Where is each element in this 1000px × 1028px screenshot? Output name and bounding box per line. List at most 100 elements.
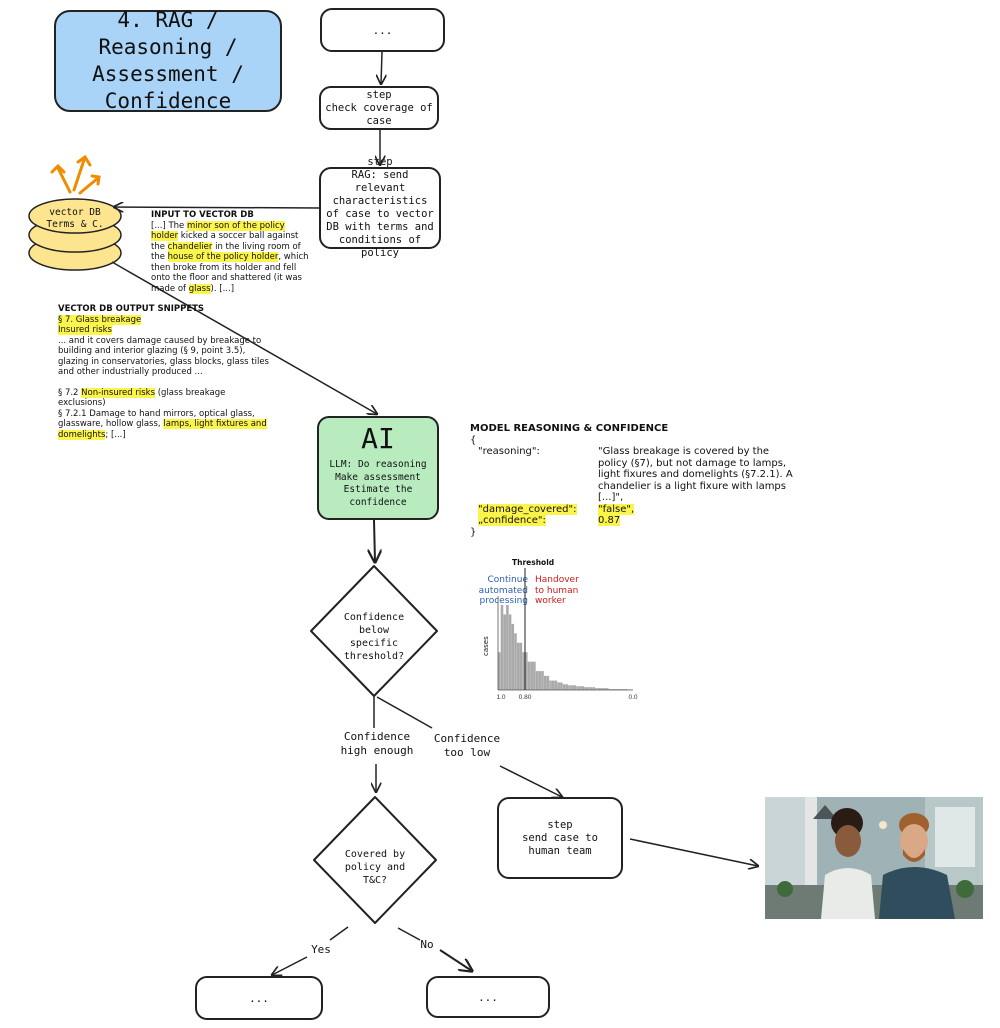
input-highlight-4: glass [188,283,211,294]
histogram-left-label: Continue automated processing [478,575,528,606]
histogram-bar [584,687,587,690]
histogram-bar [538,671,542,690]
label-confidence-low: Confidence too low [433,732,501,759]
step-rag-text: RAG: send relevant characteristics of ca… [326,169,434,259]
bottom-right-text: ... [478,990,498,1004]
input-note-heading: INPUT TO VECTOR DB [151,210,254,220]
histogram-bar [500,605,504,690]
threshold-histogram: Threshold Continue automated processing … [468,556,643,706]
output-text-2b: (glass breakage exclusions) [58,387,226,409]
histogram-bar [603,688,606,690]
histogram-bar [581,686,585,690]
label-no: No [420,938,434,951]
histogram-bar [592,687,596,690]
histogram-bar [619,689,623,690]
histogram-bar [570,685,574,690]
histogram-bar [589,687,593,690]
histogram-bar [624,689,628,690]
histogram-bar [549,680,552,690]
histogram-bar [579,686,582,690]
histogram-bar [546,675,550,690]
output-highlight-2: Insured risks [58,325,112,335]
histogram-bar [533,661,536,690]
step-check-text: check coverage of case [325,101,433,127]
input-note-body: [...] The minor son of the policy holder… [151,220,313,295]
output-text-1: ... and it covers damage caused by break… [58,335,269,378]
histogram-bar [516,642,520,690]
histogram-bar [608,689,612,690]
diagram-title: 4. RAG / Reasoning / Assessment / Confid… [92,8,244,113]
top-ellipsis-text: ... [372,23,393,37]
title-box: 4. RAG / Reasoning / Assessment / Confid… [54,8,282,113]
vector-db-icon [28,198,122,271]
histogram-bar [560,682,563,690]
input-highlight-3: house of the policy holder [167,252,279,262]
value-confidence: 0.87 [598,515,621,526]
histogram-bar [606,688,609,690]
burst-icon [50,154,101,195]
histogram-bar [530,661,533,690]
ai-title: AI [361,422,395,455]
histogram-bar [595,688,598,690]
label-yes: Yes [311,943,331,956]
bottom-left-box[interactable]: ... [195,976,323,1020]
output-text-3b: ; [...] [105,429,126,440]
histogram-bar [506,605,509,690]
label-confidence-high: Confidence high enough [340,730,414,757]
histogram-bar [552,680,555,690]
input-text-1: [...] The [151,220,187,231]
bottom-right-box[interactable]: ... [426,976,550,1018]
histogram-plot: 1.0 0.80 0.0 [496,568,638,701]
model-note-heading: MODEL REASONING & CONFIDENCE [470,423,669,434]
output-text-3a: § 7.2.1 Damage to hand mirrors, optical … [58,408,255,430]
ai-llm-box[interactable]: AI LLM: Do reasoning Make assessment Est… [317,416,439,520]
step-check-coverage[interactable]: step check coverage of case [319,86,439,130]
histogram-bar [543,675,547,690]
histogram-bar [557,682,560,690]
histogram-bar [554,680,558,690]
histogram-bar [622,689,625,690]
histogram-bar [568,685,571,690]
model-note: MODEL REASONING & CONFIDENCE { "reasonin… [470,423,800,538]
histogram-tick-label: 0.80 [519,694,532,701]
histogram-right-label: Handover to human worker [535,575,579,606]
key-damage-covered: "damage_covered": [478,503,577,515]
output-highlight-1: § 7. Glass breakage [58,314,142,325]
histogram-bar [535,671,539,690]
step-send-to-human[interactable]: step send case to human team [497,797,623,879]
vector-db-line1: vector DB [49,207,101,218]
histogram-bar [503,614,506,690]
histogram-title: Threshold [512,558,555,567]
key-confidence: „confidence": [478,515,546,526]
bottom-left-text: ... [249,991,269,1005]
top-ellipsis-box[interactable]: ... [320,8,445,52]
histogram-bar [525,652,528,690]
histogram-bar [562,684,566,690]
histogram-bar [522,652,525,690]
output-note-heading: VECTOR DB OUTPUT SNIPPETS [58,304,205,314]
decision-diamond-covered [313,796,437,924]
output-highlight-3: Non-insured risks [81,387,156,398]
step-rag[interactable]: step RAG: send relevant characteristics … [319,156,441,259]
histogram-tick-label: 1.0 [496,694,505,701]
histogram-bar [511,623,515,690]
input-text-5: ). [...] [210,283,235,294]
output-text-2a: § 7.2 [58,387,82,398]
histogram-bar [527,661,531,690]
histogram-bar [576,686,579,690]
histogram-bar [616,689,620,690]
input-text-4: , which then broke from its holder and f… [151,252,309,294]
value-reasoning: "Glass breakage is covered by the policy… [598,446,793,503]
decision-threshold-text: Confidence below specific threshold? [343,612,405,662]
ai-description: LLM: Do reasoning Make assessment Estima… [329,459,427,508]
output-note: VECTOR DB OUTPUT SNIPPETS § 7. Glass bre… [58,304,270,440]
team-photo-image [765,797,983,919]
model-close-brace: } [470,526,477,538]
histogram-bar [519,642,523,690]
histogram-bar [514,633,517,690]
histogram-bar [541,671,544,690]
histogram-bar [565,684,569,690]
histogram-tick-label: 0.0 [628,694,637,701]
histogram-bar [587,687,590,690]
